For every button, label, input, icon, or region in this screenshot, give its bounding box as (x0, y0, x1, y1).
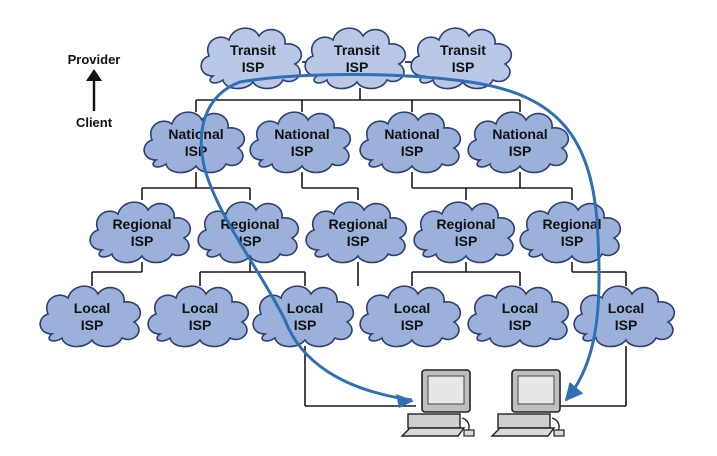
cloud-layer: TransitISPTransitISPTransitISPNationalIS… (39, 27, 676, 348)
computer-icon (400, 369, 475, 437)
local-isp-label: ISP (81, 317, 104, 333)
national-isp-label: ISP (401, 143, 424, 159)
computer-icon (490, 369, 565, 437)
local-isp-label: ISP (615, 317, 638, 333)
local-isp-label: Local (287, 300, 324, 316)
traffic-path (199, 73, 601, 402)
connectors (91, 61, 627, 407)
traffic-arrowhead-left (396, 394, 414, 408)
regional-isp-label: Regional (436, 216, 495, 232)
national-isp-label: ISP (185, 143, 208, 159)
national-isp-label: National (384, 126, 439, 142)
national-isp-label: ISP (291, 143, 314, 159)
legend-provider-label: Provider (67, 52, 121, 67)
regional-isp-label: ISP (455, 233, 478, 249)
local-isp-label: ISP (509, 317, 532, 333)
transit-isp-label: Transit (440, 42, 486, 58)
regional-isp-label: Regional (112, 216, 171, 232)
regional-isp-label: ISP (561, 233, 584, 249)
transit-isp-label: Transit (230, 42, 276, 58)
regional-isp-label: ISP (239, 233, 262, 249)
local-isp-label: Local (502, 300, 539, 316)
local-isp-label: Local (74, 300, 111, 316)
regional-isp-label: Regional (220, 216, 279, 232)
national-isp-label: ISP (509, 143, 532, 159)
national-isp-label: National (274, 126, 329, 142)
regional-isp-label: ISP (347, 233, 370, 249)
local-isp-label: ISP (401, 317, 424, 333)
local-isp-label: ISP (189, 317, 212, 333)
transit-isp-label: ISP (242, 59, 265, 75)
regional-isp-label: Regional (328, 216, 387, 232)
up-arrow-icon (86, 69, 102, 111)
local-isp-label: ISP (294, 317, 317, 333)
legend-client-label: Client (75, 115, 113, 130)
legend: Provider Client (58, 52, 130, 130)
transit-isp-label: ISP (346, 59, 369, 75)
local-isp-label: Local (608, 300, 645, 316)
transit-isp-label: Transit (334, 42, 380, 58)
local-isp-label: Local (394, 300, 431, 316)
local-isp-label: Local (182, 300, 219, 316)
national-isp-label: National (168, 126, 223, 142)
transit-isp-label: ISP (452, 59, 475, 75)
regional-isp-label: Regional (542, 216, 601, 232)
regional-isp-label: ISP (131, 233, 154, 249)
national-isp-label: National (492, 126, 547, 142)
